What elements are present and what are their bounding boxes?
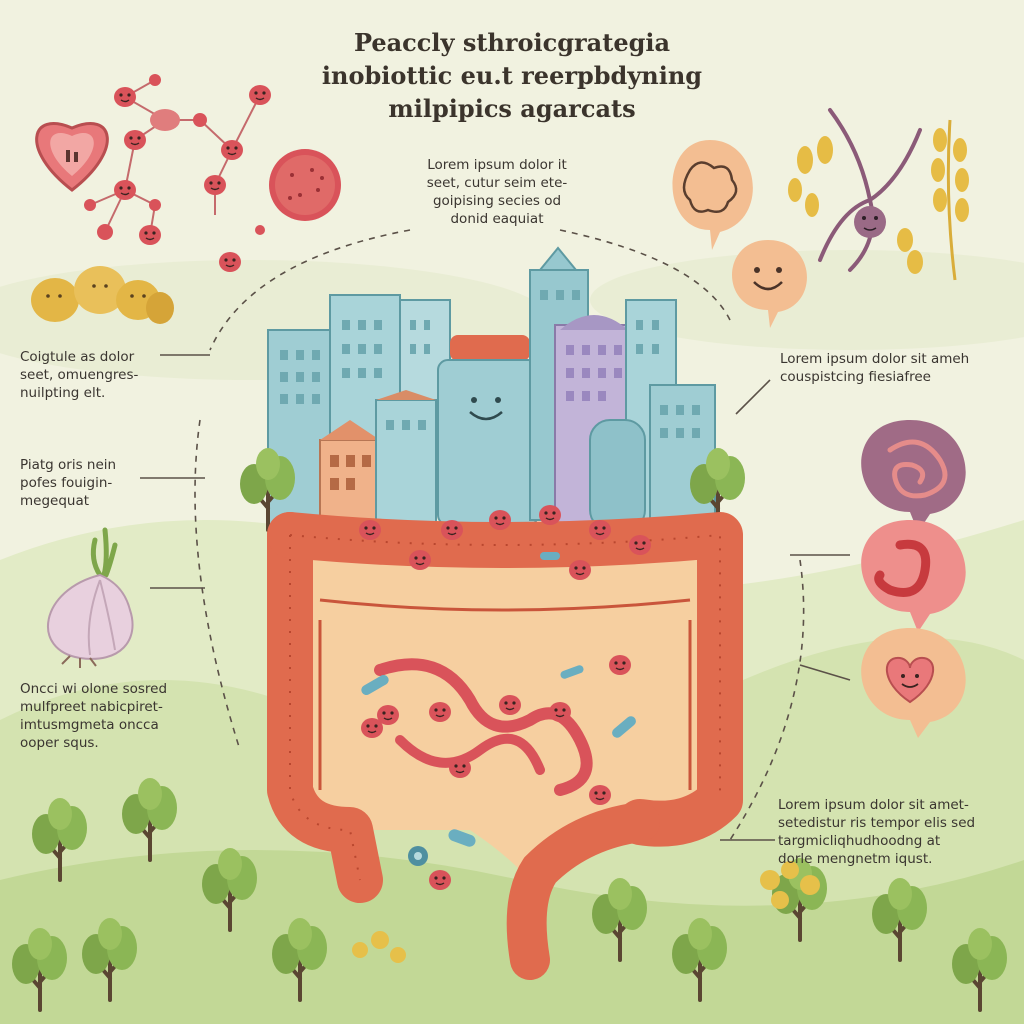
caption-top: Lorem ipsum dolor it seet, cutur seim et…	[402, 156, 592, 228]
caption-line: Coigtule as dolor	[20, 349, 135, 365]
caption-line: couspistcing fiesiafree	[780, 369, 931, 385]
caption-line: Piatg oris nein	[20, 457, 117, 473]
caption-left-2: Piatg oris nein pofes fouigin- megequat	[20, 456, 220, 510]
caption-right-2: Lorem ipsum dolor sit amet- setedistur r…	[778, 796, 1018, 868]
brain-bubble-icon	[672, 140, 753, 250]
caption-line: Lorem ipsum dolor sit ameh	[780, 351, 970, 367]
digestive-bubble-icon	[861, 420, 966, 532]
caption-line: donid eaquiat	[450, 211, 544, 227]
infographic-title: Peaccly sthroicgrategia inobiottic eu.t …	[0, 26, 1024, 125]
caption-line: Oncci wi olone sosred	[20, 681, 168, 697]
intestine-icon	[267, 504, 743, 980]
neuron-icon	[818, 108, 922, 272]
caption-line: megequat	[20, 493, 90, 509]
caption-line: Lorem ipsum dolor it	[427, 157, 567, 173]
caption-line: pofes fouigin-	[20, 475, 113, 491]
bacteria-cluster-icon	[31, 266, 174, 324]
grain-icon	[788, 119, 969, 281]
heart-organ-icon	[35, 122, 109, 192]
molecule-network-icon	[84, 74, 272, 273]
stomach-bubble-icon	[861, 520, 966, 632]
caption-line: ooper squs.	[20, 735, 99, 751]
garlic-icon	[46, 527, 134, 668]
title-line: milpipics agarcats	[388, 94, 636, 123]
caption-left-1: Coigtule as dolor seet, omuengres- nuilp…	[20, 348, 220, 402]
title-line: Peaccly sthroicgrategia	[353, 28, 671, 57]
caption-line: nuilpting elt.	[20, 385, 106, 401]
smiley-bubble-icon	[732, 240, 807, 328]
title-line: inobiottic eu.t reerpbdyning	[321, 61, 703, 90]
cell-icon	[269, 149, 341, 221]
forest	[10, 776, 1009, 1012]
caption-right-1: Lorem ipsum dolor sit ameh couspistcing …	[780, 350, 1020, 386]
caption-line: goipising secies od	[432, 193, 562, 209]
caption-line: seet, cutur seim ete-	[426, 175, 568, 191]
caption-line: setedistur ris tempor elis sed	[778, 815, 976, 831]
caption-line: dorle mengnetm iqust.	[778, 851, 933, 867]
caption-line: imtusmgmeta oncca	[20, 717, 159, 733]
caption-line: seet, omuengres-	[20, 367, 139, 383]
caption-left-3: Oncci wi olone sosred mulfpreet nabicpir…	[20, 680, 220, 752]
caption-line: targmicliqhudhoodng at	[778, 833, 941, 849]
connector-lines	[140, 229, 851, 841]
caption-line: Lorem ipsum dolor sit amet-	[778, 797, 969, 813]
heart-face-icon	[861, 628, 966, 738]
caption-line: mulfpreet nabicpiret-	[20, 699, 163, 715]
city-buildings-icon	[267, 246, 716, 531]
